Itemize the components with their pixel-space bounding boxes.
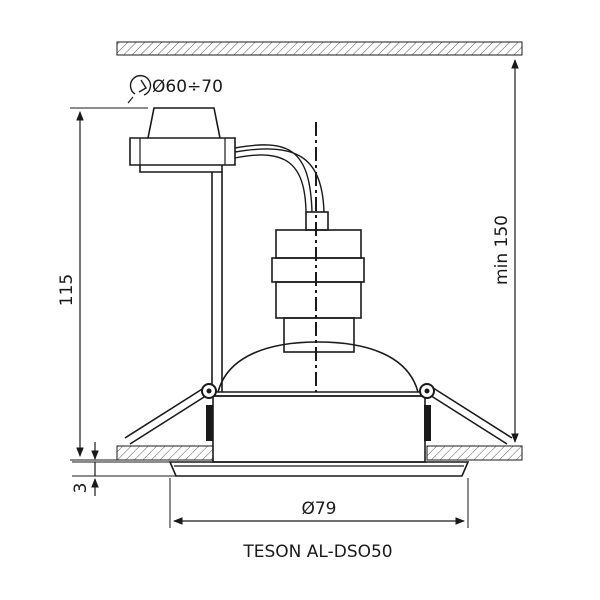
reflector-dome bbox=[205, 341, 432, 397]
product-name: TESON AL-DSO50 bbox=[242, 542, 392, 562]
terminal-block bbox=[129, 107, 236, 392]
ceiling-slab bbox=[116, 41, 523, 56]
lamp-body bbox=[206, 395, 431, 463]
mounting-springs bbox=[124, 383, 513, 445]
dimension-outer-diameter bbox=[169, 478, 469, 528]
height-label: 115 bbox=[57, 274, 77, 306]
min-depth-label: min 150 bbox=[492, 215, 512, 285]
trim-flange bbox=[168, 461, 470, 477]
dimension-height-115 bbox=[70, 107, 148, 461]
hole-diameter-label: Ø60÷70 bbox=[152, 77, 223, 97]
hole-saw-icon bbox=[127, 74, 152, 104]
false-ceiling-panel bbox=[116, 445, 523, 461]
flange-thickness-label: 3 bbox=[71, 483, 91, 494]
outer-diameter-label: Ø79 bbox=[301, 499, 336, 519]
cables bbox=[234, 144, 325, 213]
lamp-socket bbox=[271, 211, 365, 353]
dimension-flange-thickness bbox=[72, 442, 176, 496]
